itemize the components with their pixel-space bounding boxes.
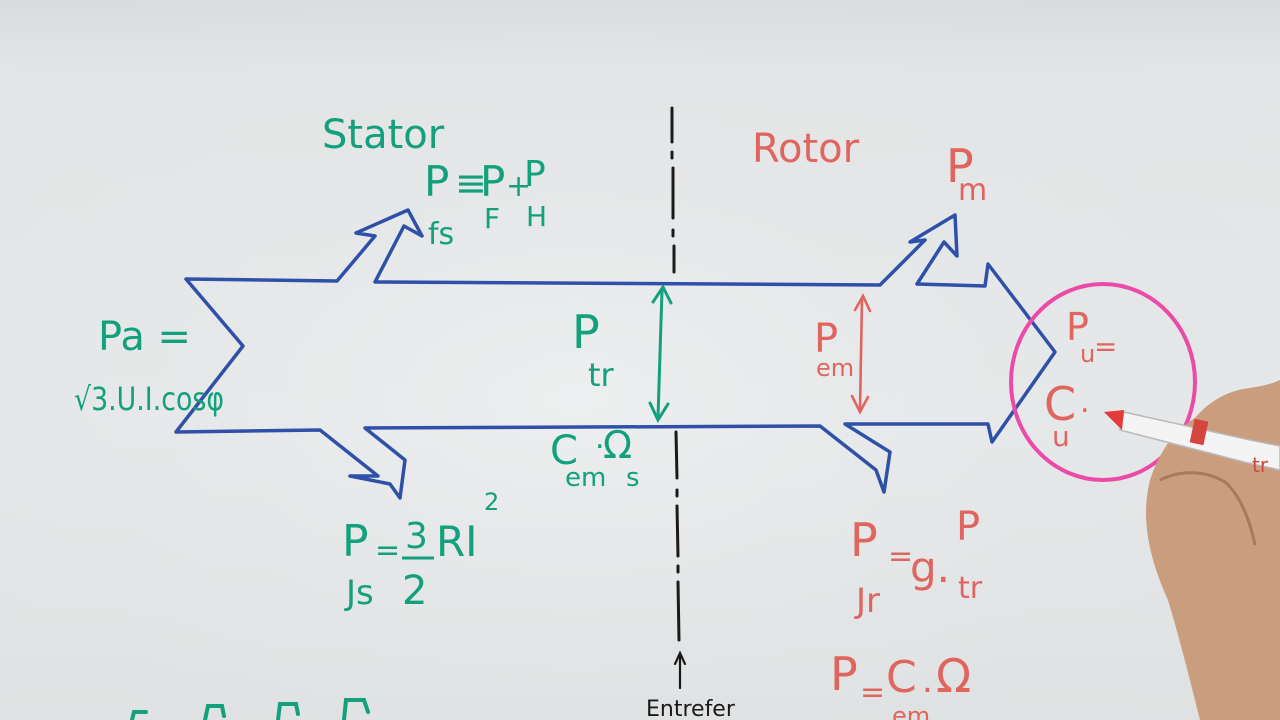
svg-text:=: = xyxy=(888,539,913,574)
svg-text:=: = xyxy=(1094,330,1117,363)
svg-text:P: P xyxy=(524,154,546,195)
airgap-line xyxy=(670,106,681,642)
cem-formula: C em . Ω s xyxy=(550,421,640,493)
pfs-formula: P fs ≡ P F + P H xyxy=(424,154,547,252)
pa-formula: Pa = √3.U.I.cosφ xyxy=(74,314,224,418)
svg-text:P: P xyxy=(814,316,838,362)
pjr-formula: P Jr = g. P tr xyxy=(850,504,983,621)
svg-text:P: P xyxy=(342,516,369,567)
svg-text:.: . xyxy=(1080,385,1090,420)
svg-text:H: H xyxy=(526,200,547,233)
svg-text:.: . xyxy=(922,661,933,701)
pm-formula: P m xyxy=(946,139,987,208)
stator-title: Stator xyxy=(322,112,445,158)
hand xyxy=(1146,380,1280,720)
svg-text:=: = xyxy=(375,533,400,568)
ptr-double-arrow xyxy=(648,284,673,424)
svg-text:Ω: Ω xyxy=(936,649,971,703)
svg-text:P: P xyxy=(424,157,449,206)
svg-text:u: u xyxy=(1080,340,1095,368)
svg-text:Js: Js xyxy=(344,573,374,613)
svg-text:P: P xyxy=(830,647,858,701)
svg-text:tr: tr xyxy=(588,356,615,394)
svg-text:Pa =: Pa = xyxy=(98,314,191,360)
svg-text:3: 3 xyxy=(405,516,428,557)
svg-text:=: = xyxy=(860,675,885,710)
svg-text:C: C xyxy=(1044,377,1076,431)
svg-text:em: em xyxy=(892,702,930,720)
svg-text:s: s xyxy=(626,463,640,493)
pem-double-arrow xyxy=(850,293,872,415)
svg-text:em: em xyxy=(816,354,854,382)
pu-formula: P u = C u . xyxy=(1044,305,1117,453)
svg-text:P: P xyxy=(480,157,505,206)
svg-text:C: C xyxy=(550,428,578,474)
svg-text:Ω: Ω xyxy=(603,423,632,467)
svg-text:C: C xyxy=(886,652,917,703)
hand-with-marker: tr xyxy=(1104,380,1280,720)
svg-text:m: m xyxy=(958,173,987,208)
svg-text:+: + xyxy=(506,169,531,204)
marker-band xyxy=(1189,418,1209,446)
pem-formula: P em xyxy=(814,316,854,382)
main-arrow xyxy=(174,208,1057,500)
svg-text:P: P xyxy=(850,513,878,567)
ptr-formula: P tr xyxy=(572,305,615,394)
svg-text:≡: ≡ xyxy=(455,161,487,205)
svg-text:2: 2 xyxy=(402,568,427,614)
svg-text:P: P xyxy=(946,139,974,193)
svg-text:√3.U.I.cosφ: √3.U.I.cosφ xyxy=(74,380,224,418)
airgap-label: Entrefer xyxy=(646,697,736,720)
svg-text:fs: fs xyxy=(428,217,454,252)
rotor-title: Rotor xyxy=(752,126,860,172)
highlight-circle xyxy=(1009,282,1197,482)
bottom-left-partial-formula xyxy=(130,698,370,720)
svg-text:P: P xyxy=(956,504,980,550)
marker-print: tr xyxy=(1252,453,1269,477)
svg-text:tr: tr xyxy=(958,571,983,606)
pjs-formula: P Js = 3 2 RI 2 xyxy=(342,488,499,614)
svg-text:RI: RI xyxy=(436,517,478,566)
arrow-top-edge xyxy=(174,208,1057,500)
svg-text:.: . xyxy=(595,421,605,456)
svg-text:em: em xyxy=(565,463,606,493)
svg-text:u: u xyxy=(1052,420,1070,453)
svg-text:Jr: Jr xyxy=(854,581,880,621)
svg-text:2: 2 xyxy=(484,488,499,516)
pcem-formula: P = C . Ω em xyxy=(830,647,971,720)
marker-tip xyxy=(1104,410,1124,430)
svg-text:F: F xyxy=(484,202,500,235)
airgap-pointer xyxy=(673,650,687,690)
svg-text:P: P xyxy=(572,305,600,359)
svg-text:P: P xyxy=(1066,305,1089,349)
svg-text:g.: g. xyxy=(910,543,950,592)
